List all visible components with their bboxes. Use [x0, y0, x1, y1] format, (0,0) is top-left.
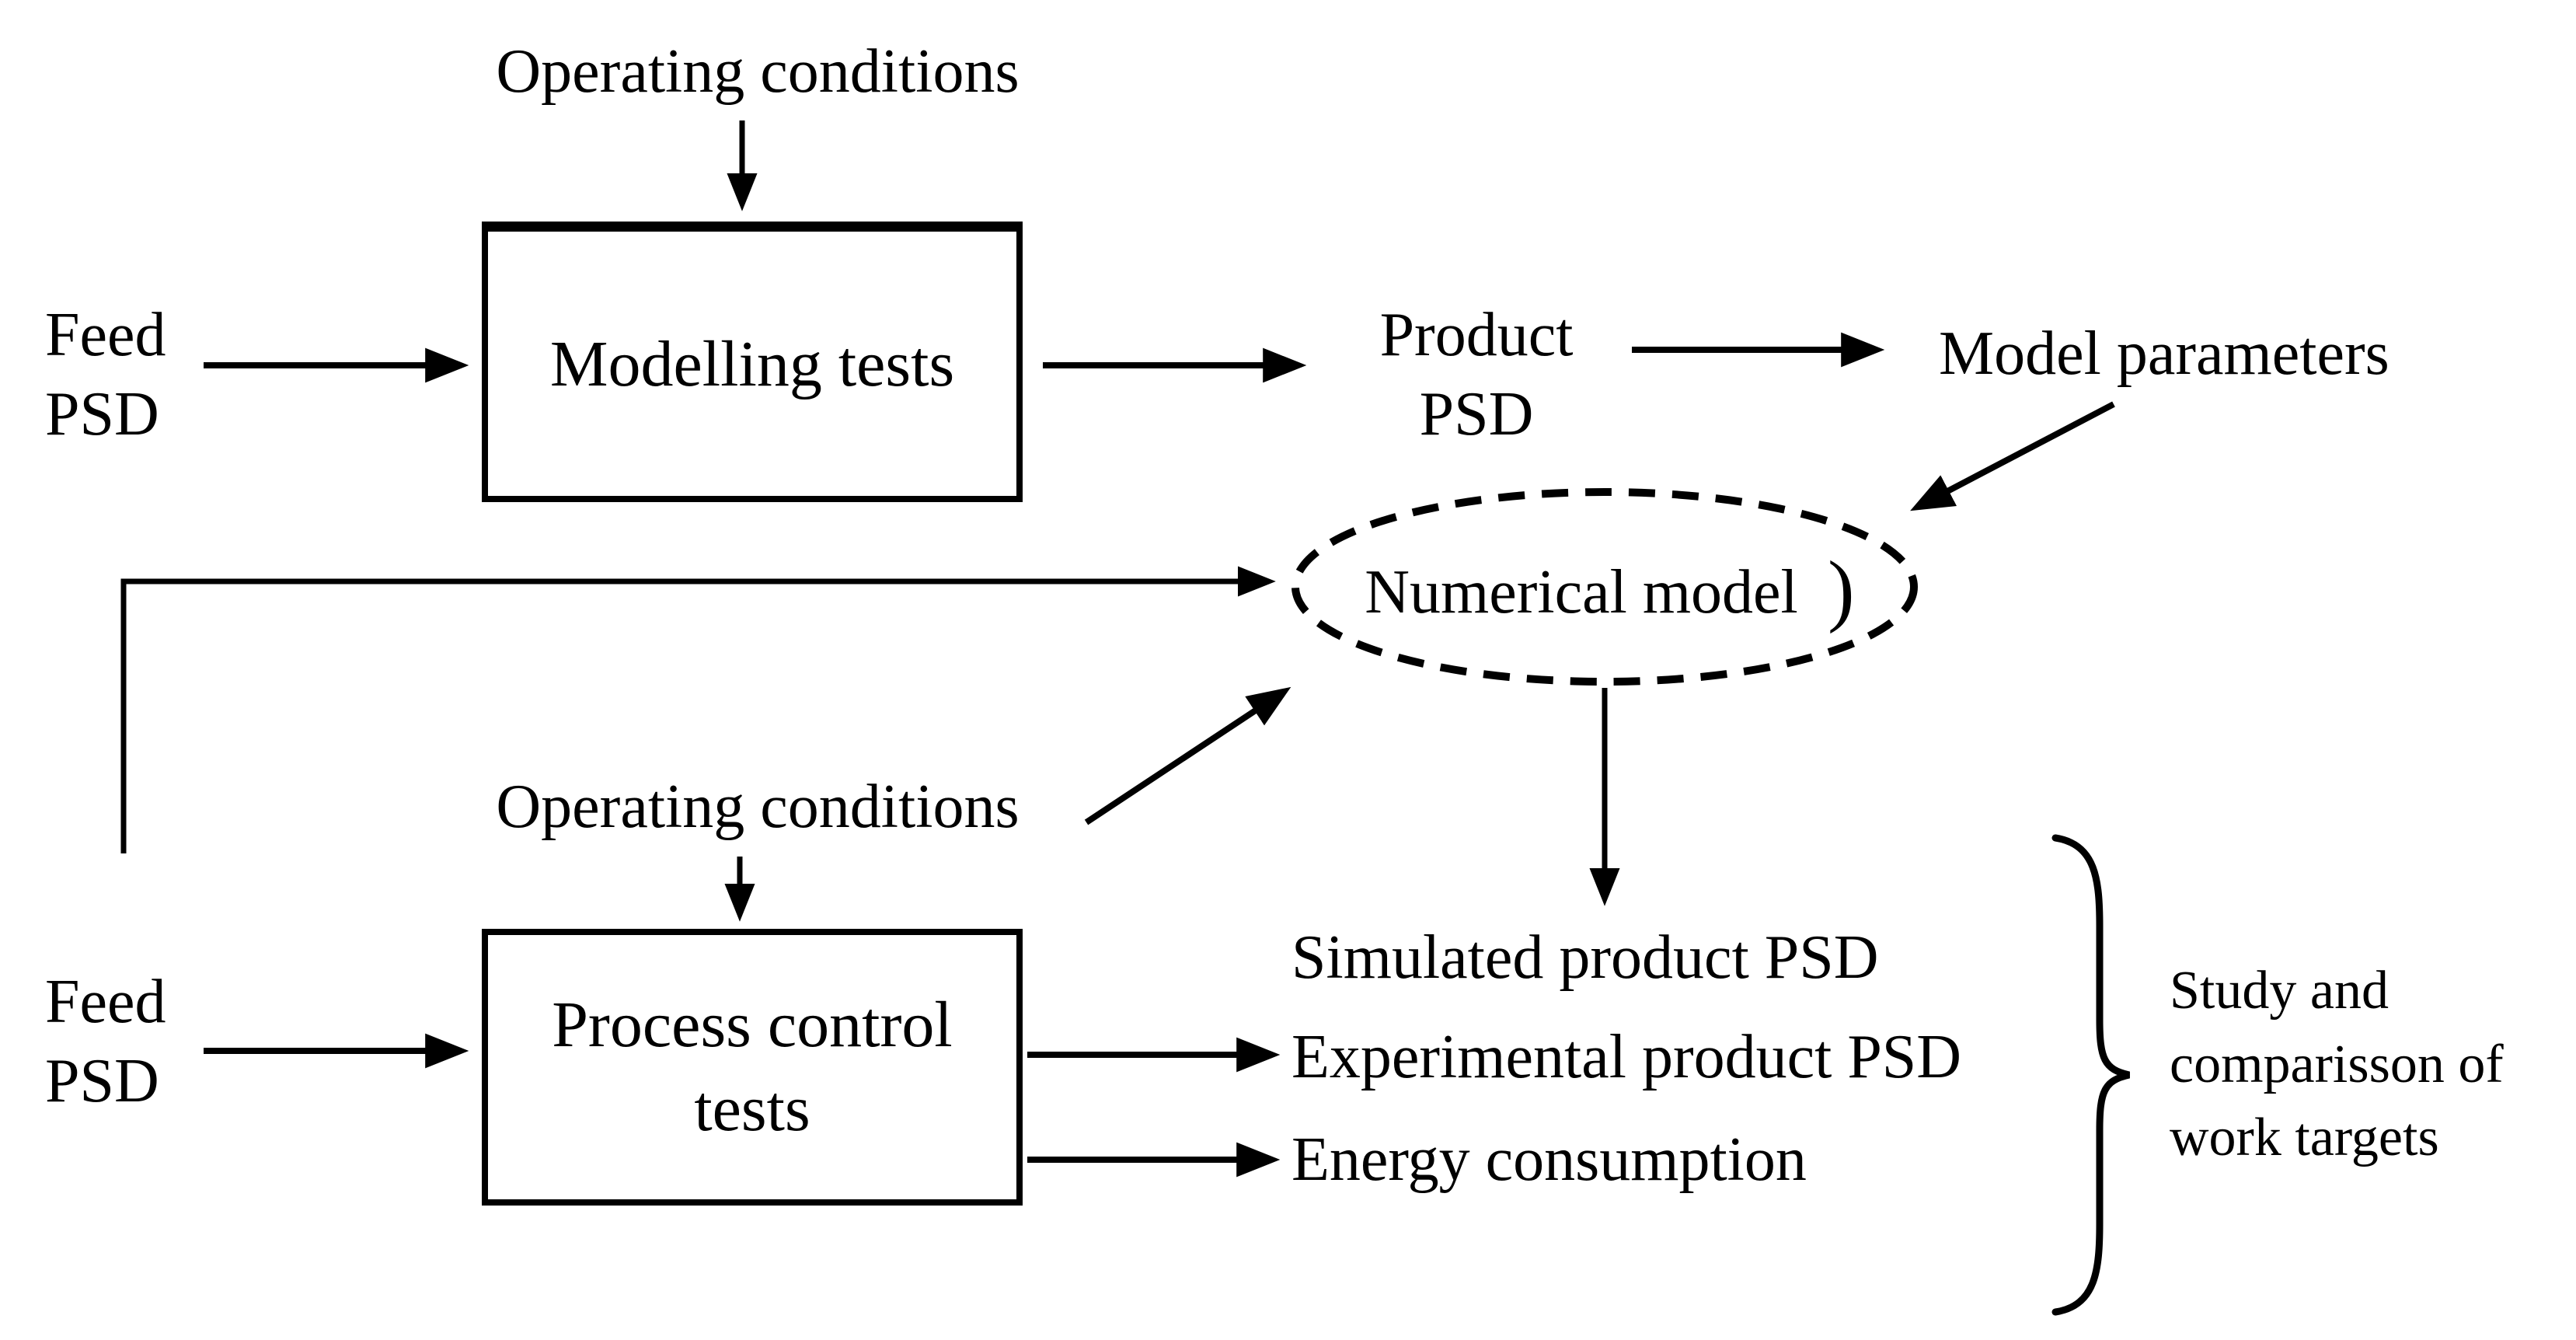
- label-energy-consumption: Energy consumption: [1291, 1125, 1807, 1194]
- label-numerical-model: Numerical model: [1365, 558, 1798, 626]
- label-study-note-line2: comparisson of: [2170, 1034, 2504, 1094]
- modelling-tests-box: Modelling tests: [482, 222, 1023, 502]
- numerical-model-paren-artifact: ): [1828, 545, 1855, 634]
- label-operating-conditions-mid: Operating conditions: [496, 773, 1020, 841]
- numerical-model-ellipse: [1291, 488, 1918, 686]
- label-feed-psd-top-line1: Feed: [45, 301, 166, 369]
- label-operating-conditions-top: Operating conditions: [496, 37, 1020, 106]
- label-feed-psd-bottom-line2: PSD: [45, 1047, 159, 1116]
- label-experimental-product-psd: Experimental product PSD: [1291, 1023, 1962, 1091]
- arrow-feedpsd-bottom-to-numerical-model: [120, 566, 1276, 853]
- label-process-control-line2: tests: [694, 1073, 810, 1145]
- process-control-tests-box: Process control tests: [482, 929, 1023, 1206]
- label-process-control-line1: Process control: [552, 989, 953, 1062]
- label-model-parameters: Model parameters: [1939, 319, 2390, 388]
- label-study-note-line3: work targets: [2170, 1108, 2439, 1167]
- grouping-brace: [2051, 834, 2131, 1316]
- arrow-opcond-mid-to-numerical-model: [1084, 686, 1291, 825]
- label-product-psd-line1: Product: [1379, 301, 1574, 369]
- label-feed-psd-bottom-line1: Feed: [45, 968, 166, 1036]
- label-study-note-line1: Study and: [2170, 961, 2389, 1021]
- label-modelling-tests: Modelling tests: [549, 327, 955, 400]
- arrow-model-parameters-to-numerical-model: [1910, 401, 2115, 511]
- label-product-psd-line2: PSD: [1419, 380, 1534, 449]
- label-feed-psd-top-line2: PSD: [45, 380, 159, 449]
- label-simulated-product-psd: Simulated product PSD: [1291, 923, 1879, 992]
